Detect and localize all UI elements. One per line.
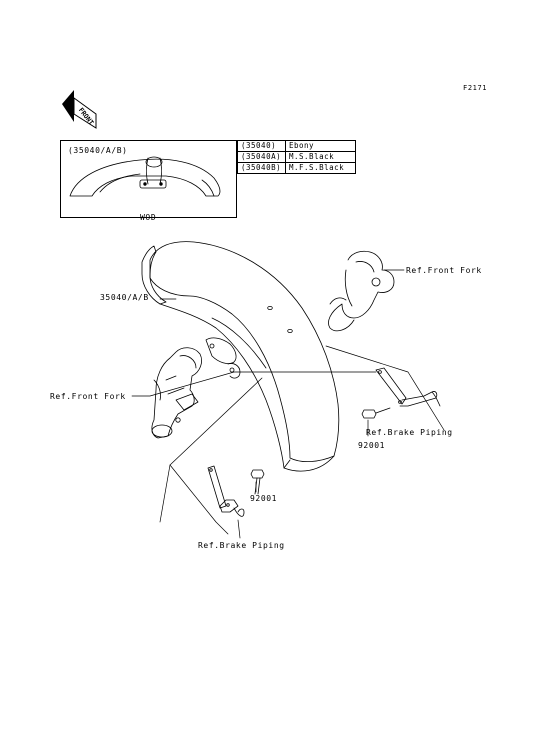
color-row: (35040) Ebony <box>237 140 356 152</box>
brake-bracket-right <box>375 367 441 407</box>
bolt-left <box>250 469 265 495</box>
label-front-fork-right: Ref.Front Fork <box>406 266 482 275</box>
color-variant-table: (35040) Ebony (35040A) M.S.Black (35040B… <box>237 140 356 174</box>
label-brake-piping-left: Ref.Brake Piping <box>198 541 285 550</box>
leader-lines <box>131 269 445 539</box>
label-bolt-right: 92001 <box>358 441 386 450</box>
color-code: (35040) <box>237 140 286 152</box>
color-name: Ebony <box>285 140 356 152</box>
color-code: (35040B) <box>237 162 286 174</box>
inset-caption: WOD <box>140 213 157 222</box>
inset-fender-illustration <box>69 156 221 197</box>
inset-variant-box <box>60 140 237 218</box>
front-fork-left <box>151 347 202 439</box>
brake-bracket-left <box>207 465 245 517</box>
color-name: M.F.S.Black <box>285 162 356 174</box>
label-front-fork-left: Ref.Front Fork <box>50 392 126 401</box>
front-direction-badge: FRONT <box>62 90 97 129</box>
label-bolt-left: 92001 <box>250 494 278 503</box>
color-row: (35040A) M.S.Black <box>237 151 356 163</box>
front-fork-right <box>328 250 395 332</box>
bolt-right <box>361 407 391 419</box>
color-code: (35040A) <box>237 151 286 163</box>
label-fender-part: 35040/A/B <box>100 293 149 302</box>
color-name: M.S.Black <box>285 151 356 163</box>
color-row: (35040B) M.F.S.Black <box>237 162 356 174</box>
figure-code: F2171 <box>463 84 488 92</box>
label-brake-piping-right: Ref.Brake Piping <box>366 428 453 437</box>
inset-part-number: (35040/A/B) <box>68 146 128 155</box>
front-arrow-icon <box>62 90 97 129</box>
